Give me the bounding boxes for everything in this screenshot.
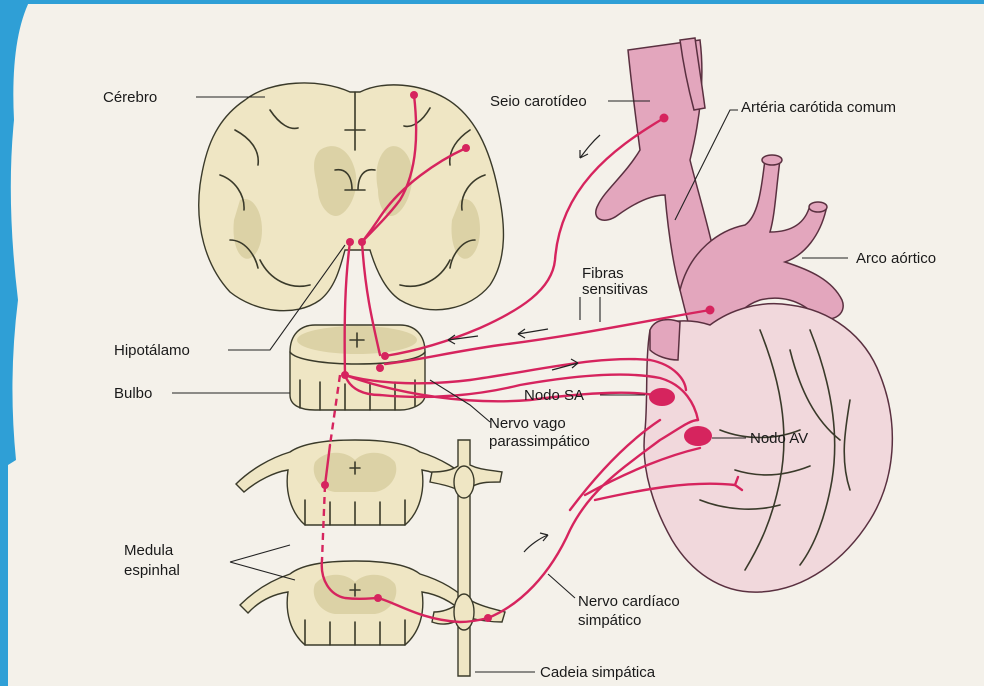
label-hipotalamo: Hipotálamo bbox=[114, 342, 190, 359]
label-cadeia-simpatica: Cadeia simpática bbox=[540, 664, 656, 681]
nerve-dot-bulbo-1 bbox=[381, 352, 389, 360]
label-medula-2: espinhal bbox=[124, 562, 180, 579]
nerve-dot-brain-right bbox=[462, 144, 470, 152]
nerve-dot-bulbo-3 bbox=[341, 371, 349, 379]
av-node bbox=[684, 426, 712, 446]
nerve-dot-carotid bbox=[660, 114, 669, 123]
nerve-dot-chain bbox=[484, 614, 492, 622]
label-nervo-cardiaco-1: Nervo cardíaco bbox=[578, 593, 680, 610]
label-medula-1: Medula bbox=[124, 542, 174, 559]
label-fibras-1: Fibras bbox=[582, 265, 624, 282]
label-nodo-sa: Nodo SA bbox=[524, 387, 584, 404]
nerve-dot-bulbo-2 bbox=[376, 364, 384, 372]
label-arco-aortico: Arco aórtico bbox=[856, 250, 936, 267]
label-bulbo: Bulbo bbox=[114, 385, 152, 402]
sa-node bbox=[649, 388, 675, 406]
label-fibras-2: sensitivas bbox=[582, 281, 648, 298]
nerve-dot-brain-top bbox=[410, 91, 418, 99]
label-nervo-vago-2: parassimpático bbox=[489, 433, 590, 450]
label-arteria-carotida: Artéria carótida comum bbox=[741, 99, 896, 116]
label-nervo-cardiaco-2: simpático bbox=[578, 612, 641, 629]
nerve-dot-spinal-lower bbox=[374, 594, 382, 602]
nerve-dot-spinal-upper bbox=[321, 481, 329, 489]
label-nervo-vago-1: Nervo vago bbox=[489, 415, 566, 432]
nerve-dot-aortic bbox=[706, 306, 715, 315]
label-cerebro: Cérebro bbox=[103, 89, 157, 106]
nerve-dot-hypothalamus-left bbox=[346, 238, 354, 246]
label-nodo-av: Nodo AV bbox=[750, 430, 808, 447]
nerve-dot-hypothalamus-right bbox=[358, 238, 366, 246]
label-seio-carotideo: Seio carotídeo bbox=[490, 93, 587, 110]
